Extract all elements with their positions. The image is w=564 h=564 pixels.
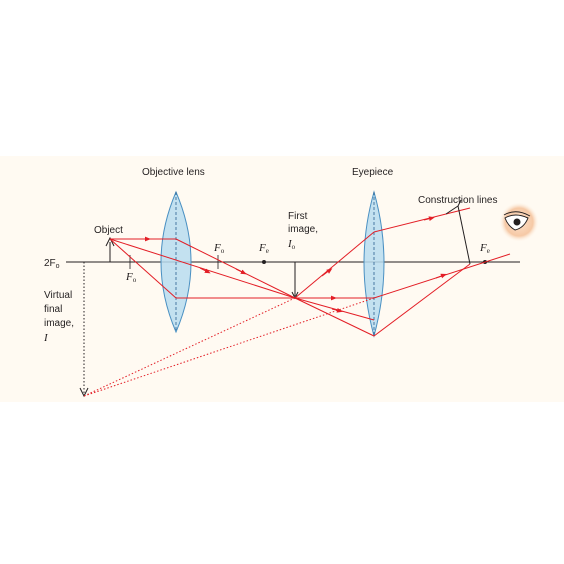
object-label: Object — [94, 225, 123, 236]
virtual-symbol: I — [43, 332, 49, 344]
virtual-line1: Virtual — [44, 290, 72, 301]
first-image-line2: image, — [288, 224, 318, 235]
virtual-line3: image, — [44, 318, 74, 329]
two-f-label: 2Fo — [44, 258, 60, 270]
fo-right-label: Fo — [213, 242, 225, 255]
fe-left-point — [262, 260, 266, 264]
fo-left-label: Fo — [125, 271, 137, 284]
objective-lens-label: Objective lens — [142, 167, 205, 178]
construction-line-1 — [457, 205, 471, 265]
virtual-ray-2 — [83, 297, 375, 397]
eye-icon — [499, 202, 539, 242]
eyepiece-label: Eyepiece — [352, 167, 394, 178]
ray-6 — [294, 297, 375, 337]
diagram-background — [0, 156, 564, 402]
ray-9 — [373, 263, 471, 337]
ray-arrow-3 — [199, 267, 211, 274]
fe-left-label: Fe — [258, 242, 269, 255]
ray-3a — [109, 238, 177, 299]
fe-right-label: Fe — [479, 242, 490, 255]
construction-lines-label: Construction lines — [418, 195, 497, 206]
ray-2 — [109, 238, 296, 299]
ray-arrow-8 — [435, 273, 447, 279]
ray-1b — [175, 238, 296, 299]
construction-line-3 — [457, 199, 462, 207]
ray-4 — [294, 231, 375, 299]
ray-arrow-5 — [321, 268, 333, 277]
virtual-line2: final — [44, 304, 62, 315]
ray-arrow-6 — [331, 307, 343, 313]
virtual-image-arrowhead — [79, 387, 89, 398]
object-arrowhead — [105, 236, 115, 247]
first-image-symbol: Io — [287, 238, 296, 251]
construction-line-2 — [445, 205, 459, 215]
ray-arrow-2 — [235, 268, 247, 275]
ray-arrow-7 — [423, 216, 435, 222]
virtual-ray-1 — [83, 297, 296, 397]
first-image-line1: First — [288, 211, 308, 222]
ray-6b — [294, 297, 375, 321]
ray-7 — [373, 207, 471, 233]
